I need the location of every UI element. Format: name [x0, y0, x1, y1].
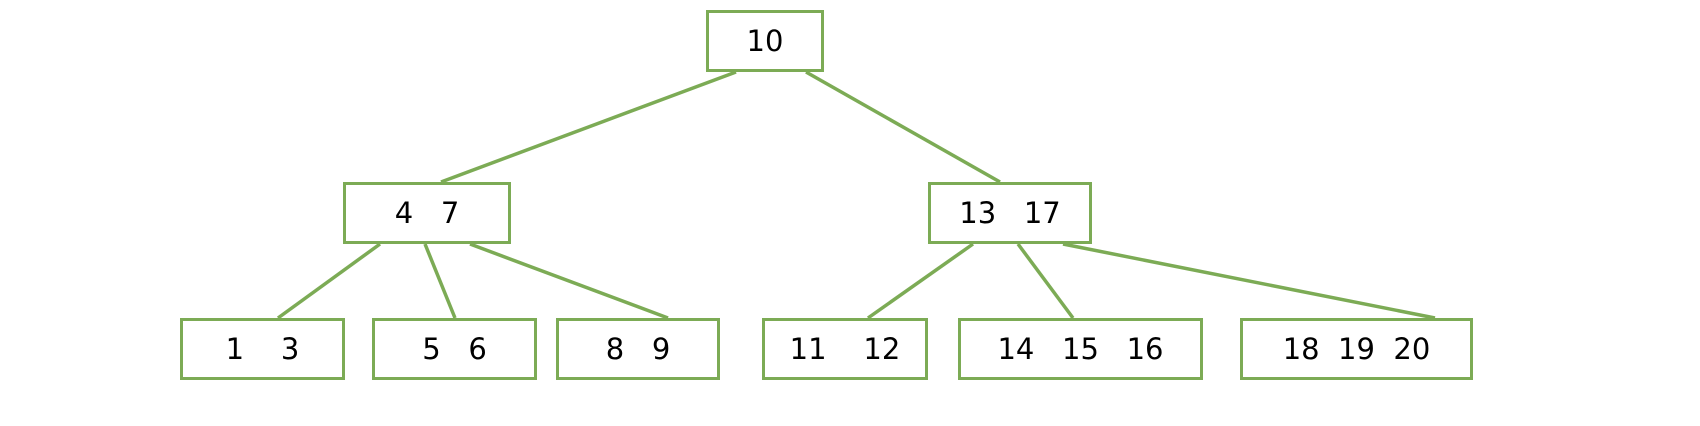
- tree-edge: [423, 243, 457, 319]
- tree-edge: [1062, 242, 1436, 320]
- tree-edge: [805, 70, 1001, 184]
- node-keys: 4 7: [394, 195, 460, 230]
- tree-edge: [469, 242, 669, 320]
- node-keys: 14 15 16: [997, 331, 1164, 366]
- node-keys: 11 12: [789, 331, 901, 366]
- tree-node-leaf-5[interactable]: 14 15 16: [958, 318, 1203, 380]
- tree-node-leaf-3[interactable]: 8 9: [556, 318, 720, 380]
- tree-edge: [276, 242, 382, 320]
- tree-edge: [866, 242, 975, 320]
- tree-node-leaf-2[interactable]: 5 6: [372, 318, 537, 380]
- tree-node-leaf-1[interactable]: 1 3: [180, 318, 345, 380]
- node-keys: 1 3: [225, 331, 300, 366]
- tree-node-internal-left[interactable]: 4 7: [343, 182, 511, 244]
- node-keys: 5 6: [422, 331, 487, 366]
- tree-node-root[interactable]: 10: [706, 10, 824, 72]
- tree-edge: [440, 70, 737, 184]
- node-keys: 8 9: [605, 331, 671, 366]
- node-keys: 18 19 20: [1282, 331, 1431, 366]
- tree-edge: [1016, 242, 1075, 320]
- node-keys: 10: [746, 23, 784, 58]
- tree-node-leaf-4[interactable]: 11 12: [762, 318, 928, 380]
- tree-node-leaf-6[interactable]: 18 19 20: [1240, 318, 1473, 380]
- tree-node-internal-right[interactable]: 13 17: [928, 182, 1092, 244]
- node-keys: 13 17: [959, 195, 1061, 230]
